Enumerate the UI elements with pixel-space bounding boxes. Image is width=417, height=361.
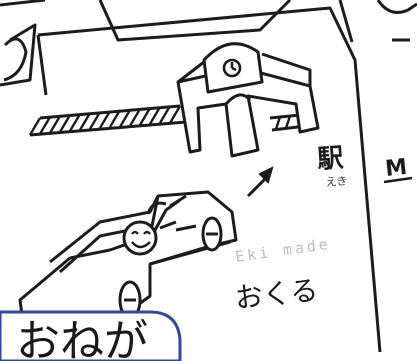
speech-bubble-text: おねが	[16, 316, 148, 361]
top-left-card-fragment	[0, 0, 292, 87]
station-kanji: 駅	[316, 143, 344, 175]
speech-bubble: おねが	[0, 310, 182, 361]
railroad-track-icon	[28, 104, 301, 137]
smiling-face-icon	[122, 194, 187, 256]
direction-arrow-icon	[246, 166, 274, 198]
edge-underline	[383, 176, 413, 184]
clock-icon	[222, 58, 242, 78]
station-furigana: えき	[325, 175, 348, 189]
station-card	[36, 6, 382, 353]
edge-letter: M	[384, 155, 408, 182]
top-right-fragment	[338, 0, 417, 43]
